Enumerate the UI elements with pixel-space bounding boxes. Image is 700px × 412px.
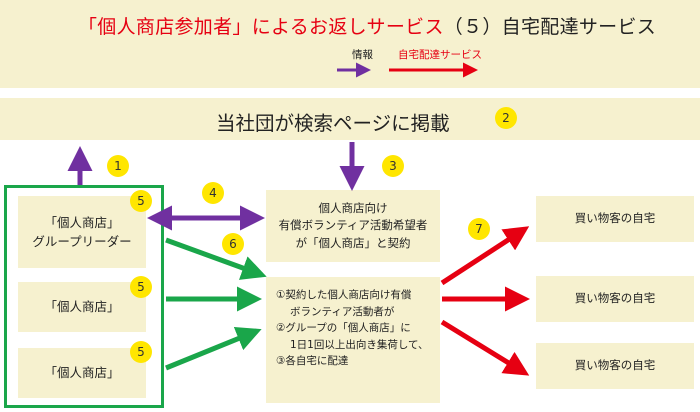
customer-box-2: 買い物客の自宅 xyxy=(536,276,694,322)
volunteer-box: 個人商店向け 有償ボランティア活動希望者 が「個人商店」と契約 xyxy=(266,190,440,262)
shop-box-1: 「個人商店」 xyxy=(18,282,146,332)
flow-step3: ③各自宅に配達 xyxy=(276,355,349,368)
page-title: 「個人商店参加者」によるお返しサービス（５）自宅配達サービス xyxy=(78,12,656,39)
badge-4: 4 xyxy=(202,182,224,204)
volunteer-line1: 個人商店向け xyxy=(318,201,388,216)
shop-label-2: 「個人商店」 xyxy=(44,365,120,381)
shop-label-1: 「個人商店」 xyxy=(44,299,120,315)
flow-step2b: 1日1回以上出向き集荷して、 xyxy=(290,338,429,351)
badge-1: 1 xyxy=(107,155,129,177)
customer-box-1: 買い物客の自宅 xyxy=(536,196,694,242)
arrow-delivery-3-icon xyxy=(440,319,530,376)
badge-7: 7 xyxy=(468,218,490,240)
arrow-leader-to-flow-icon xyxy=(165,237,267,280)
title-prefix: 「個人商店参加者」によるお返しサービス xyxy=(78,16,444,38)
customer-label-3: 買い物客の自宅 xyxy=(574,358,656,373)
badge-5b: 5 xyxy=(130,276,152,298)
leader-line1: 「個人商店」 xyxy=(44,214,120,230)
badge-5a: 5 xyxy=(130,190,152,212)
legend-info-label: 情報 xyxy=(352,49,373,61)
badge-5c: 5 xyxy=(130,341,152,363)
flow-step1a: ①契約した個人商店向け有償 xyxy=(276,289,412,301)
flow-box: ①契約した個人商店向け有償 ボランティア活動者が ②グループの「個人商店」に 1… xyxy=(266,277,440,403)
volunteer-line3: が「個人商店」と契約 xyxy=(295,235,411,250)
arrow-shop2-to-flow-icon xyxy=(165,326,262,371)
shop-group-frame xyxy=(4,185,164,408)
shop-box-2: 「個人商店」 xyxy=(18,348,146,398)
customer-box-3: 買い物客の自宅 xyxy=(536,343,694,389)
leader-box: 「個人商店」 グループリーダー xyxy=(18,196,146,268)
flow-step1b: ボランティア活動者が xyxy=(290,305,395,318)
title-bar xyxy=(0,0,700,88)
leader-line2: グループリーダー xyxy=(32,234,132,249)
legend-service-label: 自宅配達サービス xyxy=(398,49,482,61)
flow-step2a: ②グループの「個人商店」に xyxy=(276,322,411,335)
badge-6: 6 xyxy=(222,233,244,255)
badge-2: 2 xyxy=(495,107,517,129)
badge-3: 3 xyxy=(382,155,404,177)
volunteer-line2: 有償ボランティア活動希望者 xyxy=(278,218,428,233)
publish-bar xyxy=(0,98,700,140)
customer-label-2: 買い物客の自宅 xyxy=(574,291,656,306)
arrow-delivery-1-icon xyxy=(440,226,530,286)
publish-text: 当社団が検索ページに掲載 xyxy=(216,112,450,135)
customer-label-1: 買い物客の自宅 xyxy=(574,211,656,226)
title-suffix: （５）自宅配達サービス xyxy=(443,16,657,38)
